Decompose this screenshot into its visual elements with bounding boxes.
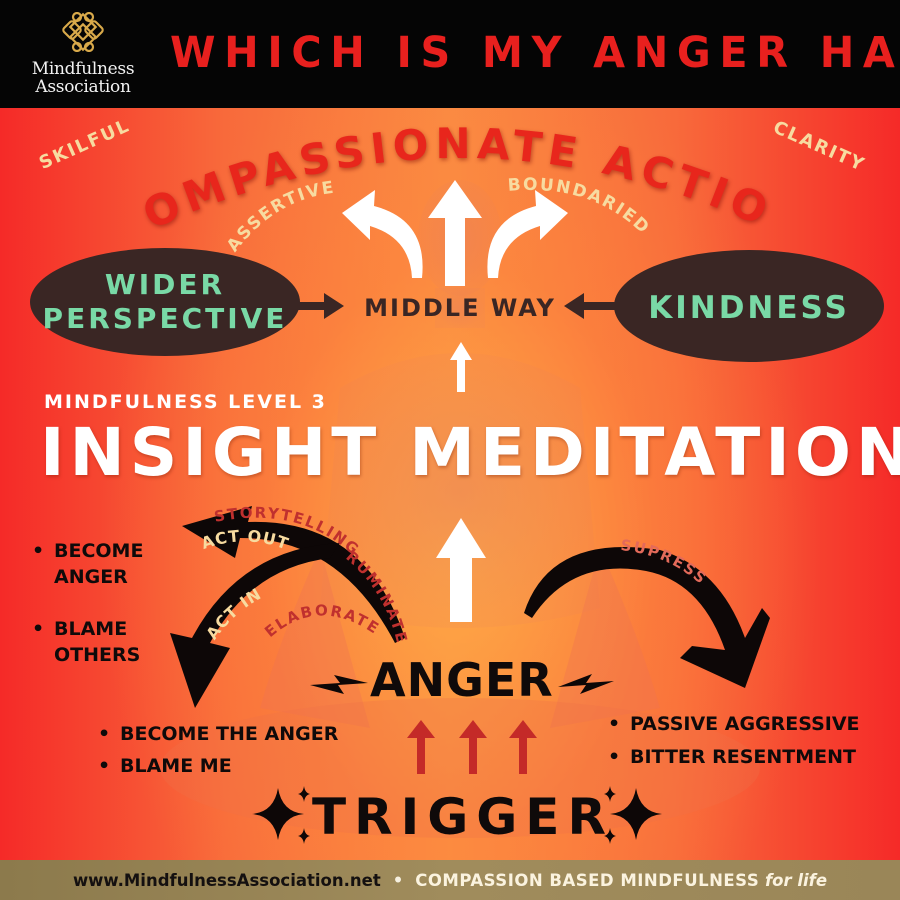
middle-way-label: MIDDLE WAY [364, 294, 556, 322]
act-out-bullets: BECOME ANGER BLAME OTHERS [28, 538, 168, 668]
arrow-curve-right-icon [487, 190, 568, 278]
trigger-arrows [407, 720, 537, 774]
red-arrow-up-icon [407, 720, 435, 774]
anger-label: ANGER [370, 653, 554, 707]
assertive-arc: ASSERTIVE [225, 178, 337, 256]
elaborate-label: ELABORATE [261, 601, 381, 640]
sparkle-right-icon [604, 786, 662, 844]
bullet-blame-me: BLAME ME [94, 750, 338, 782]
bullet-passive-aggressive: PASSIVE AGGRESSIVE [604, 708, 860, 741]
supress-bullets: PASSIVE AGGRESSIVE BITTER RESENTMENT [604, 708, 860, 774]
footer: www.MindfulnessAssociation.net • COMPASS… [0, 860, 900, 900]
bullet-become-anger: BECOME ANGER [28, 538, 168, 590]
perspective-label: PERSPECTIVE [42, 302, 288, 335]
svg-text:ELABORATE: ELABORATE [261, 601, 383, 640]
page-title: WHICH IS MY ANGER HABIT? [170, 28, 900, 78]
logo: Mindfulness Association [22, 12, 144, 96]
skilful-label: SKILFUL [35, 115, 134, 174]
insight-meditation-title: INSIGHT MEDITATION [40, 414, 900, 491]
assertive-text: ASSERTIVE [225, 178, 335, 256]
bullet-blame-others: BLAME OTHERS [28, 616, 168, 668]
trigger-label: TRIGGER [312, 788, 614, 846]
bullet-bitter-resentment: BITTER RESENTMENT [604, 741, 860, 774]
tagline-italic: for life [764, 870, 828, 890]
website-link[interactable]: www.MindfulnessAssociation.net [72, 870, 381, 890]
three-way-arrows [342, 180, 568, 286]
svg-text:ASSERTIVE: ASSERTIVE [225, 178, 337, 256]
arrow-up-large-icon [436, 518, 486, 622]
wider-perspective-bubble [30, 248, 300, 356]
arrow-right-icon [290, 293, 344, 319]
act-out-act-in-arrows: ACT OUT ACT IN STORYTELLING RUMINATE ELA… [170, 504, 409, 708]
logo-line2: Association [35, 77, 131, 97]
lightning-right-icon [558, 674, 614, 694]
red-arrow-up-icon [459, 720, 487, 774]
supress-arrow: SUPRESS [524, 538, 770, 688]
red-arrow-up-icon [509, 720, 537, 774]
diagram-area: SKILFUL CLARITY COMPASSIONATE ACTION ASS… [0, 108, 900, 860]
arrow-left-icon [564, 293, 622, 319]
mindfulness-level-label: MINDFULNESS LEVEL 3 [44, 391, 327, 413]
footer-tagline: COMPASSION BASED MINDFULNESS for life [415, 871, 827, 890]
arrow-curve-left-icon [342, 190, 423, 278]
logo-line1: Mindfulness [31, 59, 135, 79]
sparkle-left-icon [252, 786, 310, 844]
kindness-bubble [614, 250, 884, 362]
wider-label: WIDER [104, 268, 226, 301]
wider-perspective-label: WIDER PERSPECTIVE [40, 268, 290, 336]
lightning-left-icon [310, 675, 368, 694]
bullet-become-the-anger: BECOME THE ANGER [94, 718, 338, 750]
kindness-label: KINDNESS [648, 290, 850, 326]
arrow-up-icon [428, 180, 482, 286]
header: Mindfulness Association WHICH IS MY ANGE… [0, 0, 900, 108]
footer-separator: • [392, 870, 404, 890]
tagline-text: COMPASSION BASED MINDFULNESS [415, 870, 760, 890]
act-in-bullets: BECOME THE ANGER BLAME ME [94, 718, 338, 782]
arrow-up-small-icon [450, 342, 472, 392]
endless-knot-icon [62, 12, 104, 52]
